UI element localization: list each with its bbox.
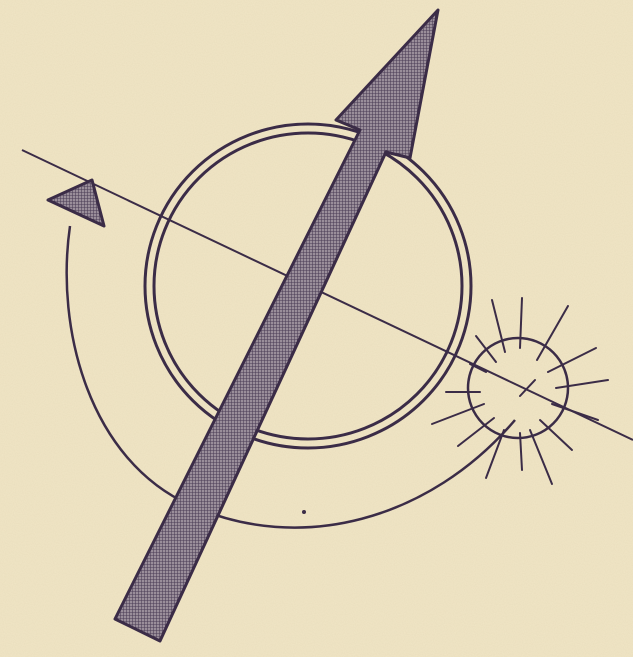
ink-speck	[302, 510, 306, 514]
